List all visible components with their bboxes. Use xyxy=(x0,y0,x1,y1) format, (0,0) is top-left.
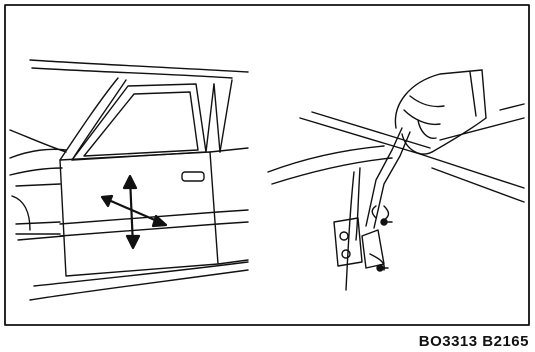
door-window-glass xyxy=(83,91,199,157)
a-pillar xyxy=(59,77,119,161)
rocker-line xyxy=(29,269,249,301)
body-edge xyxy=(267,145,385,173)
hinge-plate xyxy=(333,217,363,267)
hand-glove xyxy=(394,69,483,129)
figure-border xyxy=(4,4,530,326)
hood-line xyxy=(9,148,67,159)
four-way-arrow-icon xyxy=(100,174,168,250)
roof-inner-line xyxy=(31,67,233,79)
car-door-illustration xyxy=(9,59,249,301)
hinge-wrench-illustration xyxy=(267,69,525,291)
wrench-shaft xyxy=(365,127,403,227)
hinge-bolt-upper xyxy=(339,231,349,241)
roof-line xyxy=(29,59,249,73)
door-edge xyxy=(345,171,355,291)
door-handle xyxy=(181,171,205,182)
door-window-frame xyxy=(71,83,207,161)
side-moulding xyxy=(59,211,219,225)
figure-reference-code: BO3313 B2165 xyxy=(418,333,529,350)
hinge-bolt-lower xyxy=(341,249,351,259)
